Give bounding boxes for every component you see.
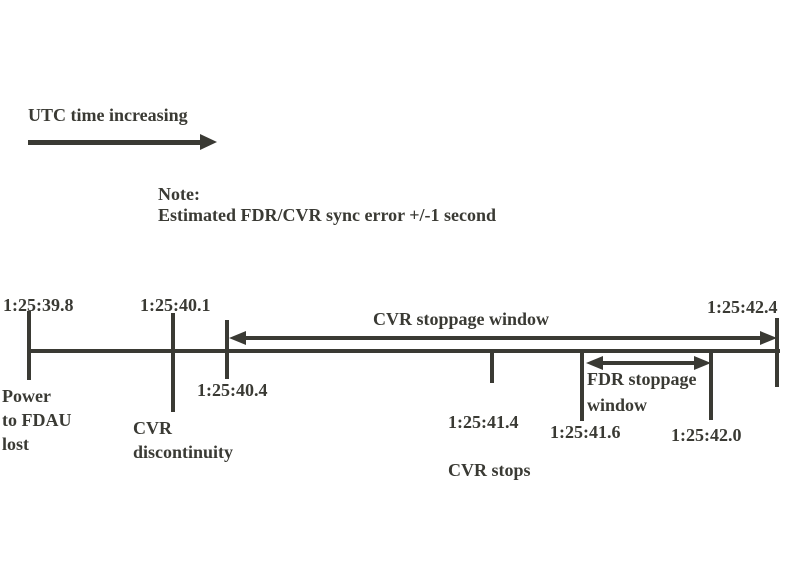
left-arrowhead-icon [229, 331, 246, 345]
right-arrowhead-icon [694, 356, 711, 370]
utc-arrow-shaft [28, 140, 201, 145]
event-label-cvr-discontinuity: CVR discontinuity [133, 418, 234, 462]
note-body: Estimated FDR/CVR sync error +/-1 second [158, 205, 497, 225]
left-arrowhead-icon [586, 356, 603, 370]
event-cvr-stops: 1:25:41.4 CVR stops [448, 386, 531, 506]
time-label-cvr-window-end: 1:25:42.4 [707, 297, 778, 317]
tick-cvr-stops [490, 349, 494, 383]
time-label-cvr-stops: 1:25:41.4 [448, 412, 519, 432]
fdr-window-arrow-shaft [601, 361, 695, 365]
time-label-cvr-window-start: 1:25:40.4 [197, 380, 268, 400]
right-arrowhead-icon [760, 331, 777, 345]
note-title: Note: [158, 184, 200, 204]
utc-direction-label: UTC time increasing [28, 105, 188, 125]
tick-cvr-discontinuity [171, 313, 175, 412]
event-label-power-to-fdau-lost: Power to FDAU lost [2, 386, 72, 454]
time-label-power-lost: 1:25:39.8 [3, 295, 74, 315]
tick-cvr-window-end [775, 318, 779, 387]
tick-fdr-window-end [709, 349, 713, 420]
tick-cvr-window-start [225, 320, 229, 379]
timeline-axis [27, 349, 780, 353]
event-label-cvr-stops: CVR stops [448, 460, 531, 480]
time-label-fdr-window-start: 1:25:41.6 [550, 422, 621, 442]
cvr-window-arrow-shaft [244, 336, 761, 340]
time-label-cvr-discontinuity: 1:25:40.1 [140, 295, 211, 315]
fdr-stoppage-window-label: FDR stoppage window [587, 369, 697, 415]
tick-fdr-window-start [580, 349, 584, 421]
right-arrowhead-icon [200, 134, 217, 150]
tick-power-to-fdau-lost [27, 311, 31, 380]
time-label-fdr-window-end: 1:25:42.0 [671, 425, 742, 445]
cvr-stoppage-window-label: CVR stoppage window [373, 309, 550, 329]
